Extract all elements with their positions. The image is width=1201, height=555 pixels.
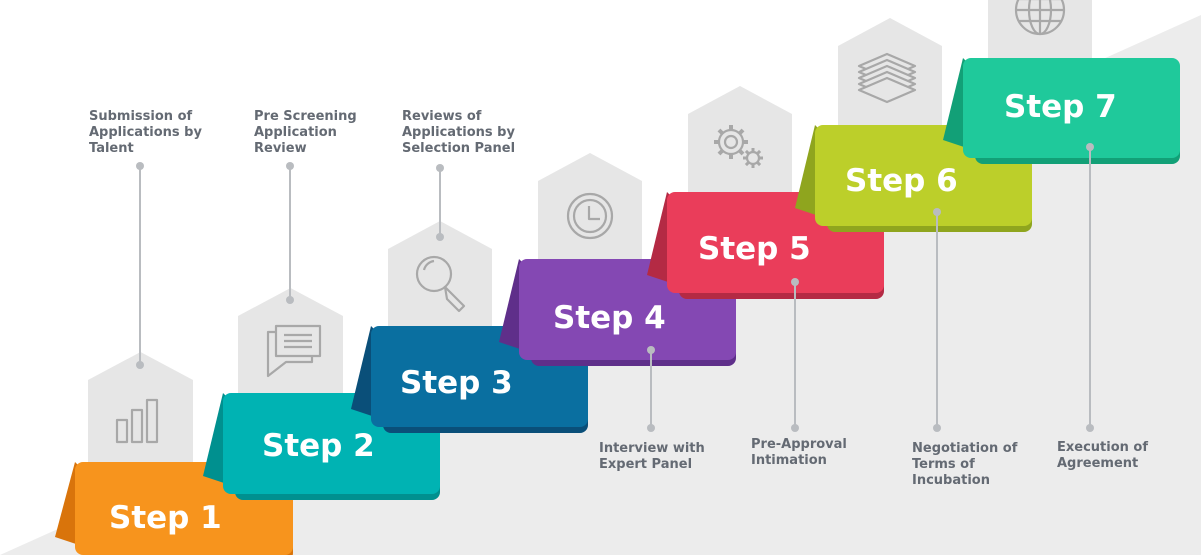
step-7-description: Execution of Agreement: [1057, 440, 1149, 471]
step-6-description: Negotiation of Terms of Incubation: [912, 441, 1018, 488]
step-6-leader-dot-end: [933, 208, 941, 216]
step-7-label: Step 7: [1004, 89, 1117, 125]
step-2-description: Pre Screening Application Review: [254, 109, 357, 156]
step-5-icon-box: [688, 86, 792, 202]
step-6-leader-dot: [933, 424, 941, 432]
step-5-leader-dot: [791, 424, 799, 432]
step-5-description: Pre-Approval Intimation: [751, 437, 847, 468]
step-4-leader-dot: [647, 424, 655, 432]
step-3-label: Step 3: [400, 365, 513, 401]
step-7-leader-dot-end: [1086, 143, 1094, 151]
magnifier-icon: [415, 255, 466, 313]
step-2-leader-dot-end: [286, 162, 294, 170]
icon-boxes: [88, 0, 1092, 472]
chat-icon: [266, 324, 322, 378]
step-2-leader-dot: [286, 296, 294, 304]
step-1-leader-dot-end: [136, 162, 144, 170]
step-5-leader-dot-end: [791, 278, 799, 286]
step-7-block: [963, 58, 1180, 158]
step-5-label: Step 5: [698, 231, 811, 267]
step-4-label: Step 4: [553, 300, 666, 336]
layers-icon: [857, 52, 917, 104]
clock-icon: [566, 192, 614, 240]
step-3-description: Reviews of Applications by Selection Pan…: [402, 109, 516, 156]
bar-chart-icon: [115, 398, 159, 444]
step-3-leader-dot: [436, 233, 444, 241]
step-blocks: [55, 58, 1180, 555]
step-4-description: Interview with Expert Panel: [599, 441, 705, 472]
connectors: [136, 143, 1094, 432]
step-6-label: Step 6: [845, 163, 958, 199]
step-4-leader-dot-end: [647, 346, 655, 354]
gears-icon: [714, 125, 763, 168]
step-1-leader-dot: [136, 361, 144, 369]
step-2-label: Step 2: [262, 428, 375, 464]
step-7-leader-dot: [1086, 424, 1094, 432]
step-1-label: Step 1: [109, 500, 222, 536]
step-3-icon-box: [388, 221, 492, 336]
step-3-leader-dot-end: [436, 164, 444, 172]
step-1-icon-box: [88, 352, 193, 472]
step-1-description: Submission of Applications by Talent: [89, 109, 202, 156]
globe-icon: [1014, 0, 1066, 36]
